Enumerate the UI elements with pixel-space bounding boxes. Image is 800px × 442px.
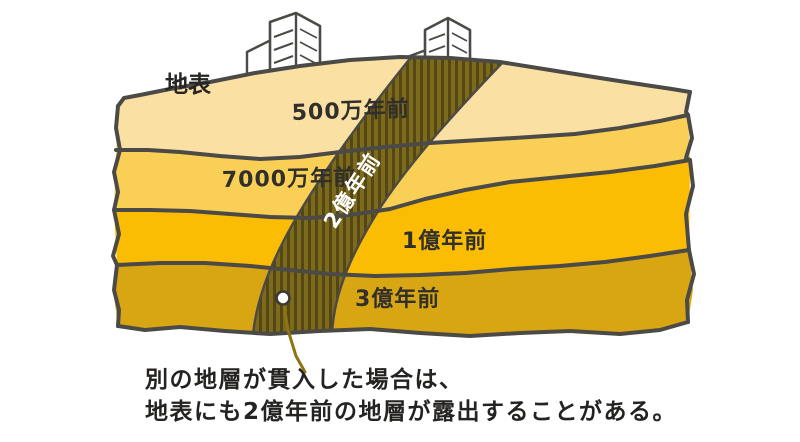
outcrop-callout [275,290,307,374]
boundary-70my-100my [112,158,692,220]
outcrop-marker [275,290,291,306]
boundary-100my-300my [115,248,691,278]
caption-line-2: 地表にも2億年前の地層が露出することがある。 [145,398,677,425]
boundary-5my-70my [114,113,690,161]
strata-block [111,55,696,338]
layer-5my-label: 500万年前 [291,96,410,126]
dike-200my-outline [251,57,414,336]
layer-100my-label: 1億年前 [402,228,487,254]
layer-70my-label: 7000万年前 [222,165,357,193]
surface-line [116,55,692,108]
dike-200my-fill [253,57,505,334]
layer-100my-fill [114,160,690,276]
caption-line-1: 別の地層が貫入した場合は、 [145,366,464,393]
layer-300my-label: 3億年前 [355,286,440,312]
surface-label: 地表 [165,72,212,98]
bottom-edge [116,320,690,338]
dike-200my-outline-right [330,58,507,336]
dike-group [251,57,507,336]
leader-line [281,298,307,374]
right-edge [684,90,696,324]
left-edge [111,104,122,328]
